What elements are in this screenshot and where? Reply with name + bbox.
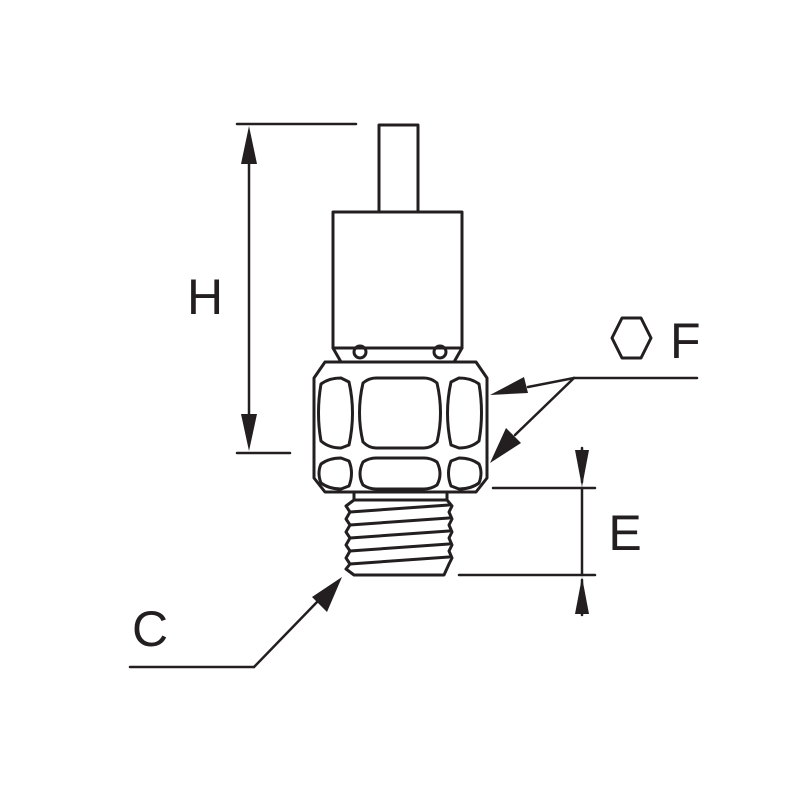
- label-f: F: [670, 313, 701, 369]
- fitting-body: [312, 123, 489, 577]
- hex-face-lower-right: [447, 456, 483, 491]
- dimension-e: E: [457, 446, 642, 617]
- c-leader-line: [252, 599, 320, 669]
- thread-crest-4: [348, 542, 451, 553]
- thread-crest-1: [348, 503, 451, 514]
- leader-f: F: [490, 313, 701, 463]
- thread-crest-2: [348, 516, 451, 527]
- hex-face-lower-left: [317, 456, 353, 491]
- label-c: C: [132, 601, 168, 657]
- leader-c: C: [128, 577, 342, 669]
- threaded-shank: [344, 490, 454, 577]
- f-leader-lower: [513, 376, 576, 437]
- e-arrowhead-top: [575, 450, 589, 487]
- thread-crest-3: [348, 529, 451, 540]
- top-stem: [377, 123, 420, 214]
- hexagon-icon: [610, 316, 653, 360]
- hex-nut: [312, 360, 489, 494]
- hex-face-upper-right: [446, 376, 483, 450]
- hex-face-upper-left: [317, 376, 354, 450]
- f-arrowhead-lower: [490, 428, 521, 463]
- f-arrowhead-upper: [490, 377, 528, 395]
- hex-face-upper-center: [358, 376, 442, 450]
- cylinder-body: [331, 210, 464, 364]
- vent-hole-right: [432, 344, 448, 360]
- label-e: E: [608, 505, 641, 561]
- f-leader-upper: [526, 376, 576, 389]
- dimension-h: H: [187, 122, 358, 455]
- vent-hole-left: [352, 344, 368, 360]
- thread-crest-5: [348, 555, 451, 566]
- c-arrowhead: [312, 577, 342, 612]
- hex-outline: [312, 360, 489, 494]
- h-arrowhead-top: [241, 126, 257, 164]
- e-arrowhead-bottom: [575, 577, 589, 614]
- h-arrowhead-bottom: [241, 414, 257, 451]
- label-h: H: [187, 269, 223, 325]
- hex-face-lower-center: [358, 456, 442, 491]
